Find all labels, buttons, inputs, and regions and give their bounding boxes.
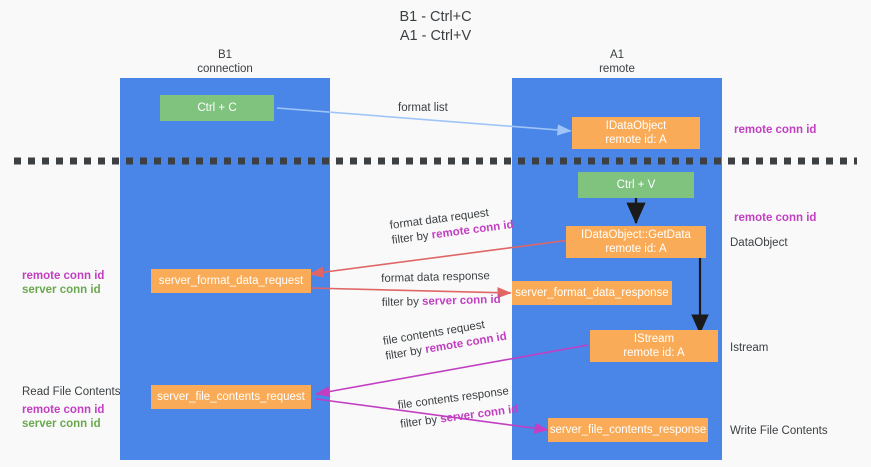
node-ctrl-v-label: Ctrl + V: [616, 179, 656, 191]
node-server-format-data-response-label: server_format_data_response: [515, 287, 669, 299]
lane-header-b1: B1 connection: [197, 49, 253, 75]
annotation-left-remote-conn-id-2: remote conn id: [22, 404, 105, 416]
edge-label-file-contents-request: file contents request filter by remote c…: [382, 315, 508, 365]
node-ctrl-c-label: Ctrl + C: [197, 102, 237, 114]
annotation-left-server-conn-id-2: server conn id: [22, 418, 101, 430]
node-server-format-data-request[interactable]: server_format_data_request: [151, 269, 311, 293]
edge-label-format-data-response-line2: filter by server conn id: [381, 284, 501, 311]
edge-label-format-list: format list: [398, 101, 448, 116]
annotation-dataobject: DataObject: [730, 237, 788, 249]
lane-header-a1: A1 remote: [599, 49, 635, 75]
annotation-istream: Istream: [730, 342, 769, 354]
edge-label-format-data-response: format data response filter by server co…: [381, 269, 501, 311]
node-idataobject-getdata[interactable]: IDataObject::GetData remote id: A: [566, 226, 706, 258]
annotation-remote-conn-id-top: remote conn id: [734, 124, 817, 136]
edge-label-file-contents-response: file contents response filter by server …: [397, 383, 519, 432]
edge-label-format-data-request: format data request filter by remote con…: [389, 203, 515, 249]
node-istream-line2: remote id: A: [623, 347, 685, 359]
node-server-file-contents-response[interactable]: server_file_contents_response: [548, 418, 708, 442]
node-idataobject-line1: IDataObject: [605, 120, 667, 132]
node-idataobject[interactable]: IDataObject remote id: A: [572, 117, 700, 149]
filter-key-server-conn-id: server conn id: [421, 293, 501, 308]
node-ctrl-v[interactable]: Ctrl + V: [578, 172, 694, 198]
edge-label-format-data-response-line1: format data response: [381, 270, 490, 285]
annotation-left-server-conn-id: server conn id: [22, 284, 101, 296]
annotation-remote-conn-id-mid: remote conn id: [734, 212, 817, 224]
node-getdata-line2: remote id: A: [605, 243, 667, 255]
page-title: B1 - Ctrl+C A1 - Ctrl+V: [399, 9, 472, 44]
node-server-format-data-request-label: server_format_data_request: [158, 275, 304, 287]
filter-by-prefix: filter by: [391, 229, 433, 247]
filter-by-prefix: filter by: [399, 413, 442, 431]
annotation-left-remote-conn-id: remote conn id: [22, 270, 105, 282]
annotation-read-file-contents: Read File Contents: [22, 386, 121, 398]
node-getdata-line1: IDataObject::GetData: [581, 229, 691, 241]
node-server-file-contents-response-label: server_file_contents_response: [549, 424, 707, 436]
filter-by-prefix: filter by: [381, 295, 423, 309]
node-server-format-data-response[interactable]: server_format_data_response: [512, 281, 672, 305]
node-ctrl-c[interactable]: Ctrl + C: [160, 95, 274, 121]
node-istream[interactable]: IStream remote id: A: [590, 330, 718, 362]
edge-label-format-list-text: format list: [398, 102, 448, 114]
node-server-file-contents-request-label: server_file_contents_request: [157, 391, 305, 403]
node-idataobject-line2: remote id: A: [605, 134, 667, 146]
node-istream-line1: IStream: [633, 333, 675, 345]
annotation-write-file-contents: Write File Contents: [730, 425, 828, 437]
node-server-file-contents-request[interactable]: server_file_contents_request: [151, 385, 311, 409]
